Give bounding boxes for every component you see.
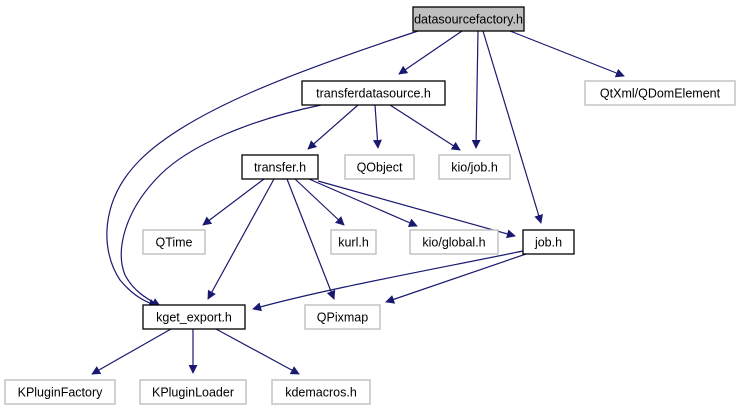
node-label: kio/global.h xyxy=(422,236,485,250)
edge-datasourcefactory-to-kgetexport xyxy=(106,30,419,308)
node-label: datasourcefactory.h xyxy=(414,13,523,27)
node-kurl[interactable]: kurl.h xyxy=(330,229,377,255)
node-qtime[interactable]: QTime xyxy=(142,229,206,255)
node-label: KPluginLoader xyxy=(152,386,234,400)
edge-job-to-qpixmap xyxy=(385,253,527,304)
node-label: QPixmap xyxy=(317,311,368,325)
node-label: KPluginFactory xyxy=(18,386,104,400)
edge-transfer-to-kurl xyxy=(294,178,345,226)
edge-transfer-to-qtime xyxy=(202,178,265,226)
node-kgetexport[interactable]: kget_export.h xyxy=(142,304,246,330)
edge-transfer-to-job xyxy=(317,180,516,239)
edge-transferdatasource-to-kgetexport xyxy=(120,104,322,307)
node-kdemacros[interactable]: kdemacros.h xyxy=(271,379,371,405)
edge-transferdatasource-to-transfer xyxy=(307,104,359,150)
edge-transferdatasource-to-kiojob xyxy=(389,104,461,151)
node-qdomelement[interactable]: QtXml/QDomElement xyxy=(584,80,736,106)
node-job[interactable]: job.h xyxy=(522,229,575,255)
node-label: QTime xyxy=(155,236,192,250)
node-qpixmap[interactable]: QPixmap xyxy=(304,304,381,330)
edge-transfer-to-qpixmap xyxy=(286,178,336,300)
node-transferdatasource[interactable]: transferdatasource.h xyxy=(301,80,446,106)
node-datasourcefactory[interactable]: datasourcefactory.h xyxy=(412,6,525,32)
edges-layer xyxy=(91,30,625,375)
node-label: transferdatasource.h xyxy=(316,87,431,101)
nodes-layer: datasourcefactory.h transferdatasource.h… xyxy=(4,6,736,405)
node-kpluginloader[interactable]: KPluginLoader xyxy=(139,379,247,405)
node-label: QtXml/QDomElement xyxy=(600,87,721,101)
edge-kgetexport-to-kdemacros xyxy=(215,328,300,375)
node-label: kget_export.h xyxy=(156,311,232,325)
node-label: kdemacros.h xyxy=(285,386,357,400)
edge-transferdatasource-to-qobject xyxy=(372,104,382,149)
edge-datasourcefactory-to-qdomelement xyxy=(509,30,625,78)
edge-datasourcefactory-to-kiojob xyxy=(471,30,481,149)
node-kioglobal[interactable]: kio/global.h xyxy=(409,229,499,255)
edge-datasourcefactory-to-transferdatasource xyxy=(398,30,463,75)
node-kpluginfactory[interactable]: KPluginFactory xyxy=(4,379,116,405)
node-label: kurl.h xyxy=(338,236,369,250)
node-label: QObject xyxy=(357,161,403,175)
edge-kgetexport-to-kpluginfactory xyxy=(91,328,172,375)
node-transfer[interactable]: transfer.h xyxy=(241,154,319,180)
edge-job-to-kgetexport xyxy=(252,250,524,312)
node-label: kio/job.h xyxy=(451,161,498,175)
edge-datasourcefactory-to-job xyxy=(482,30,543,224)
edge-transfer-to-kgetexport xyxy=(207,178,275,300)
node-qobject[interactable]: QObject xyxy=(344,154,415,180)
node-label: job.h xyxy=(534,236,562,250)
node-label: transfer.h xyxy=(254,161,306,175)
edge-transfer-to-kioglobal xyxy=(308,178,418,227)
node-kiojob[interactable]: kio/job.h xyxy=(438,154,511,180)
